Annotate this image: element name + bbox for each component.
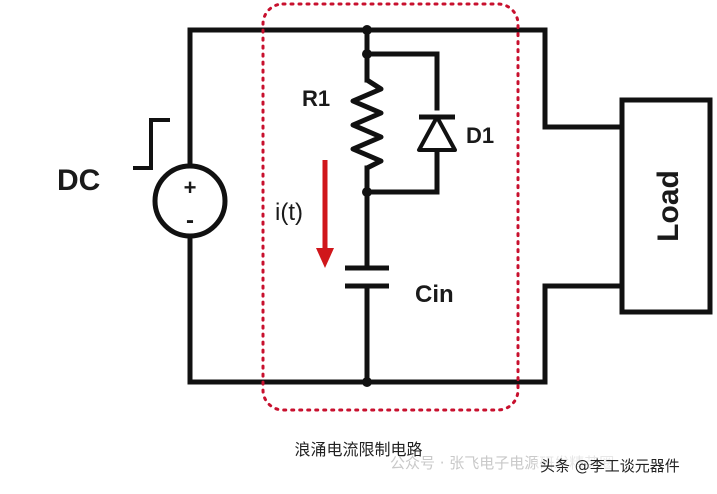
dc-source-symbol [152, 163, 228, 239]
r1-label: R1 [302, 86, 330, 111]
diode-d1-symbol [417, 114, 457, 152]
dc-step-icon [133, 118, 170, 170]
diagram-caption: 浪涌电流限制电路 [294, 440, 423, 459]
dc-source-minus: - [186, 207, 194, 234]
d1-label: D1 [466, 123, 494, 148]
load-label: Load [652, 170, 685, 242]
dc-label: DC [57, 164, 100, 197]
current-label: i(t) [275, 199, 303, 226]
load-box [619, 97, 713, 315]
cin-label: Cin [415, 281, 454, 308]
limiter-region-box [261, 2, 520, 412]
resistor-r1-symbol [350, 77, 384, 171]
junction-dots [362, 25, 372, 387]
current-arrow-icon [316, 160, 334, 268]
capacitor-cin-symbol [345, 265, 389, 289]
wires [187, 27, 625, 385]
watermark-right: 头条 @李工谈元器件 [537, 455, 683, 476]
dc-source-plus: + [184, 175, 197, 200]
